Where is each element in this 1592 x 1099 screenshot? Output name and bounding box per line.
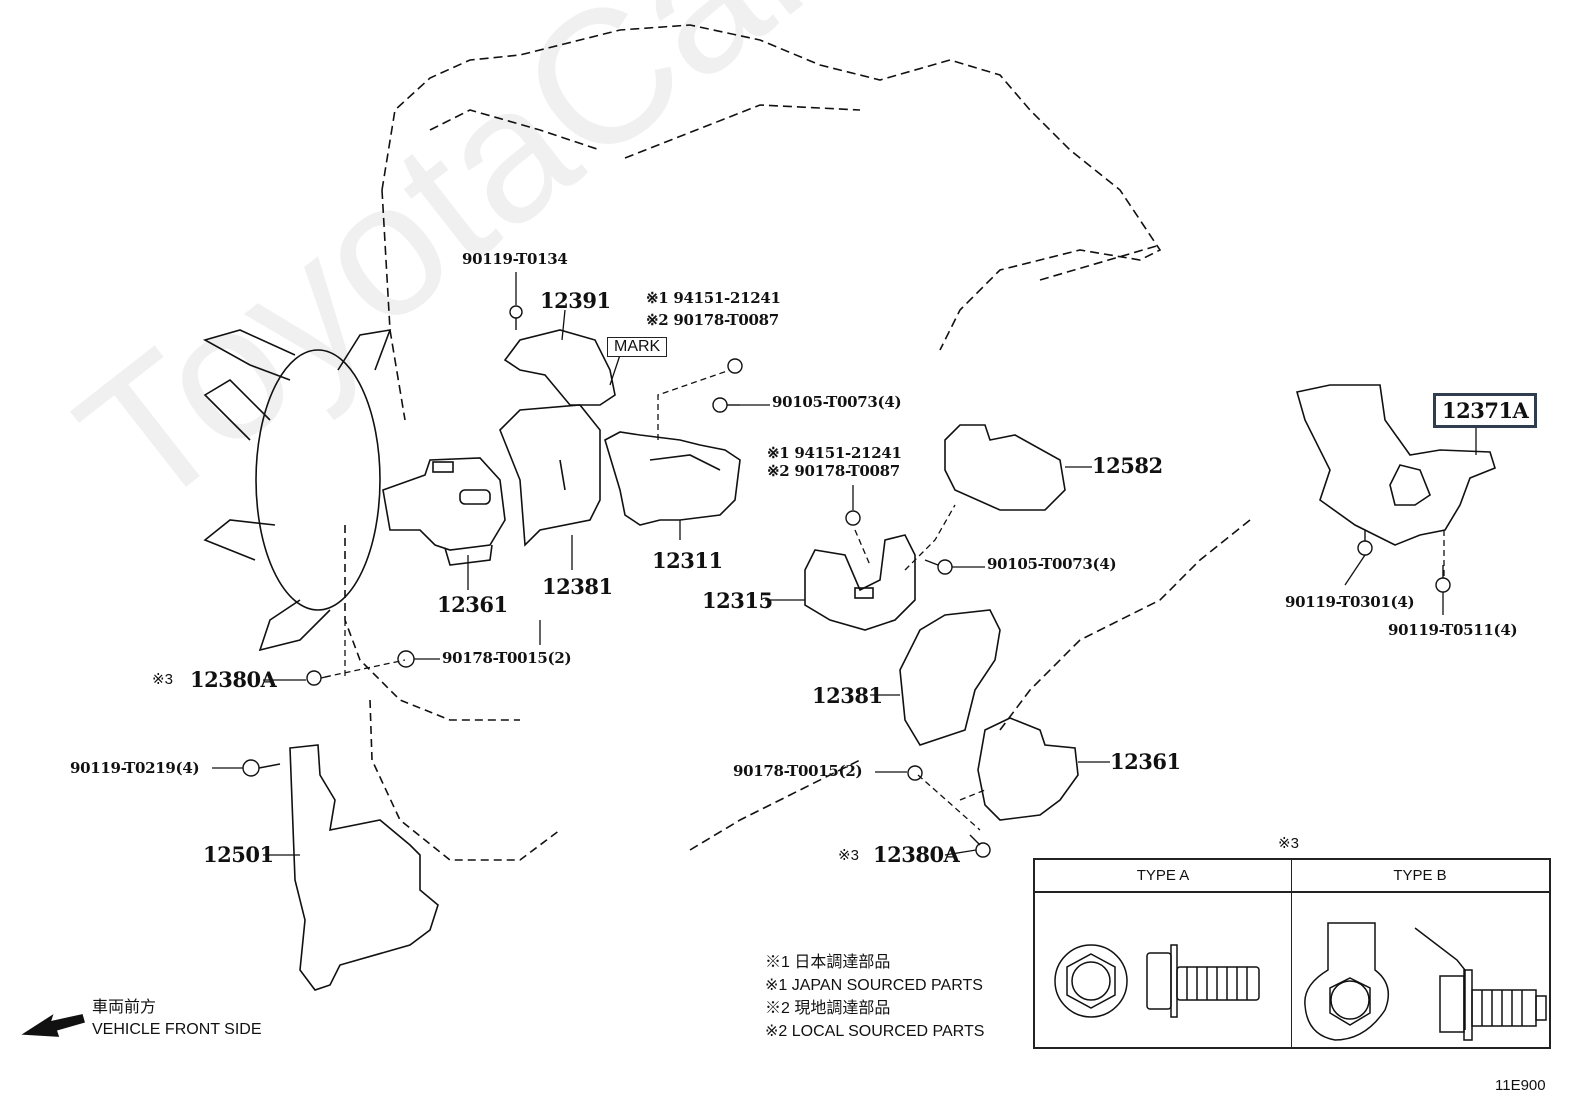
type-table-drawings [1054, 922, 1547, 1041]
insulator-12361-left [382, 457, 506, 566]
label-12371A: 12371A [1436, 396, 1535, 425]
legend-note1-jp: ※1 日本調達部品 [765, 954, 891, 971]
label-note1-94151-21241-b[interactable]: ※1 94151-21241 [767, 444, 902, 462]
highlighted-part-12371A[interactable]: 12371A [1433, 393, 1538, 428]
note3-mark-b: ※3 [838, 847, 859, 864]
label-90178-T0015-a[interactable]: 90178-T0015(2) [442, 649, 572, 667]
label-90119-T0134[interactable]: 90119-T0134 [462, 250, 568, 268]
label-12380A-a[interactable]: 12380A [190, 667, 277, 692]
insulator-12381-right [899, 609, 1001, 746]
type-table-header [1035, 860, 1549, 893]
engine-lower-curve [344, 525, 561, 861]
type-table-divider [1291, 860, 1292, 1047]
engine-inner-lines [429, 104, 1161, 281]
label-90119-T0219[interactable]: 90119-T0219(4) [70, 759, 200, 777]
direction-label-en: VEHICLE FRONT SIDE [92, 1021, 262, 1038]
label-12380A-b[interactable]: 12380A [873, 842, 960, 867]
bracket-12501 [289, 744, 439, 991]
legend-note2-jp: ※2 現地調達部品 [765, 1000, 891, 1017]
cooling-fan [202, 328, 392, 652]
label-90105-T0073-a[interactable]: 90105-T0073(4) [772, 393, 902, 411]
fasteners [242, 305, 1451, 858]
type-b-header: TYPE B [1393, 867, 1447, 884]
label-12361-left[interactable]: 12361 [437, 592, 508, 617]
label-90119-T0301[interactable]: 90119-T0301(4) [1285, 593, 1415, 611]
label-12361-right[interactable]: 12361 [1110, 749, 1181, 774]
label-12311[interactable]: 12311 [652, 548, 723, 573]
label-12501[interactable]: 12501 [203, 842, 274, 867]
engine-outline [381, 24, 1251, 851]
bracket-12315 [804, 534, 916, 631]
label-note2-90178-T0087[interactable]: ※2 90178-T0087 [646, 311, 779, 329]
type-a-bolt-side-view [1146, 944, 1260, 1018]
legend-note2-en: ※2 LOCAL SOURCED PARTS [765, 1023, 985, 1040]
label-12315[interactable]: 12315 [702, 588, 773, 613]
direction-label-jp: 車両前方 [92, 999, 157, 1016]
fastener-type-table: TYPE A TYPE B [1033, 858, 1551, 1049]
note3-mark-a: ※3 [152, 671, 173, 688]
type-b-bolt-side-view [1414, 927, 1547, 1041]
label-note2-90178-T0087-b[interactable]: ※2 90178-T0087 [767, 462, 900, 480]
cover-12391 [503, 329, 616, 406]
type-a-bolt-end-view [1054, 944, 1128, 1018]
label-90119-T0511[interactable]: 90119-T0511(4) [1388, 621, 1518, 639]
mark-callout: MARK [607, 337, 668, 357]
type-b-bolt-end-view [1304, 922, 1390, 1041]
diagram-code: 11E900 [1495, 1077, 1546, 1094]
type-table-title: ※3 [1278, 835, 1299, 852]
label-12381-left[interactable]: 12381 [542, 574, 613, 599]
bracket-12311 [604, 431, 741, 526]
type-a-header: TYPE A [1136, 867, 1190, 884]
label-90105-T0073-b[interactable]: 90105-T0073(4) [987, 555, 1117, 573]
label-12391[interactable]: 12391 [540, 288, 611, 313]
insulator-12381-left [499, 404, 601, 547]
legend-note1-en: ※1 JAPAN SOURCED PARTS [765, 977, 983, 994]
label-note1-94151-21241[interactable]: ※1 94151-21241 [646, 289, 781, 307]
cover-12582 [944, 424, 1066, 511]
label-90178-T0015-b[interactable]: 90178-T0015(2) [733, 762, 863, 780]
front-arrow-shape [21, 1014, 85, 1037]
label-12582[interactable]: 12582 [1092, 453, 1163, 478]
label-12381-right[interactable]: 12381 [812, 683, 883, 708]
insulator-12361-right [977, 717, 1079, 821]
insulator-12371A [1295, 384, 1496, 546]
